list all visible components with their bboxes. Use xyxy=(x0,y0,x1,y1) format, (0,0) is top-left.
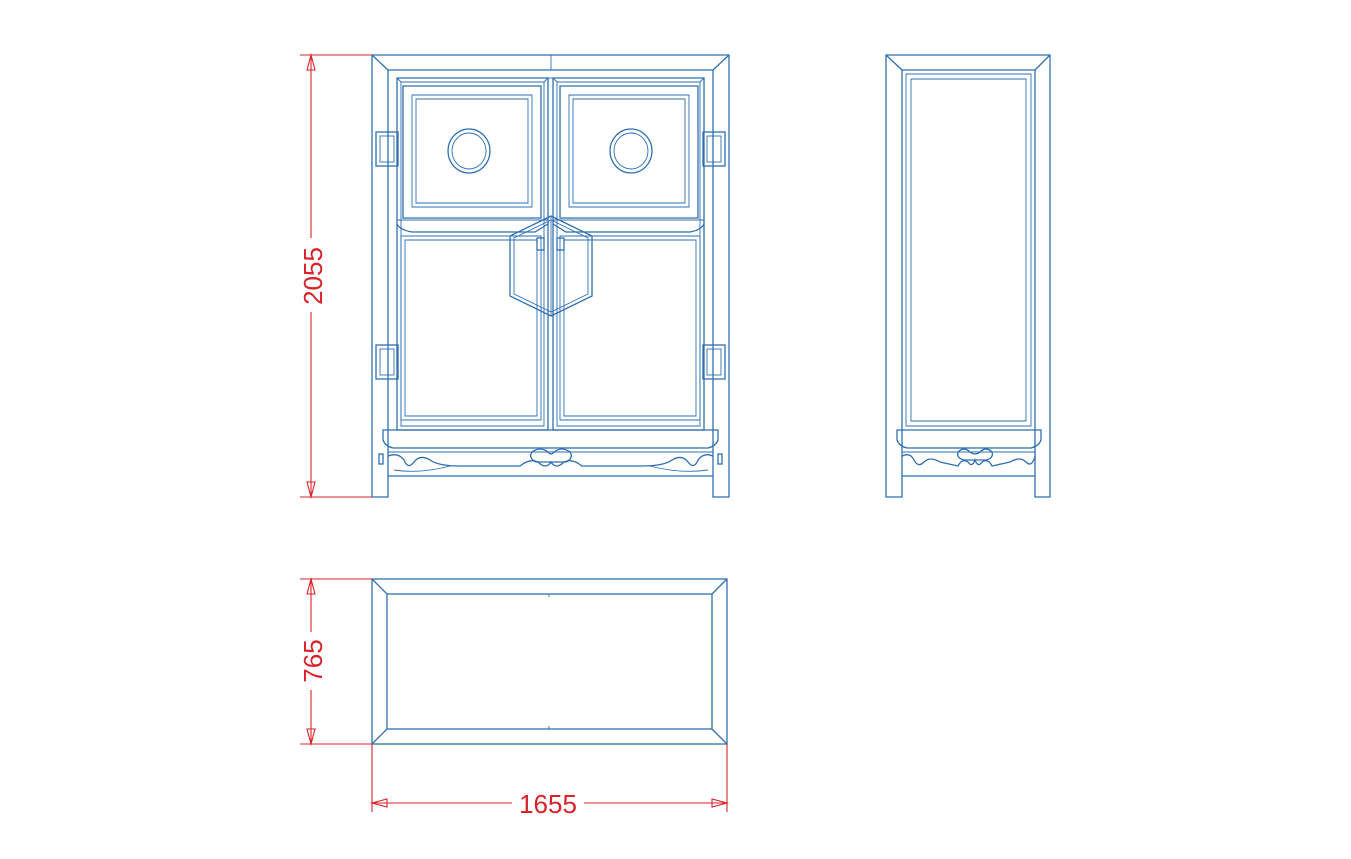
depth-label: 765 xyxy=(298,639,328,682)
dimension-depth: 765 xyxy=(298,576,372,747)
dimension-height: 2055 xyxy=(298,52,372,500)
right-door xyxy=(552,77,705,431)
dimension-width: 1655 xyxy=(369,744,730,819)
top-view xyxy=(371,578,728,745)
hinge-icons xyxy=(375,131,726,380)
front-view xyxy=(371,54,730,498)
lock-plate xyxy=(509,215,593,317)
height-label: 2055 xyxy=(298,247,328,305)
side-view xyxy=(885,54,1051,498)
width-label: 1655 xyxy=(519,789,577,819)
apron xyxy=(378,429,723,472)
left-door xyxy=(396,77,549,431)
